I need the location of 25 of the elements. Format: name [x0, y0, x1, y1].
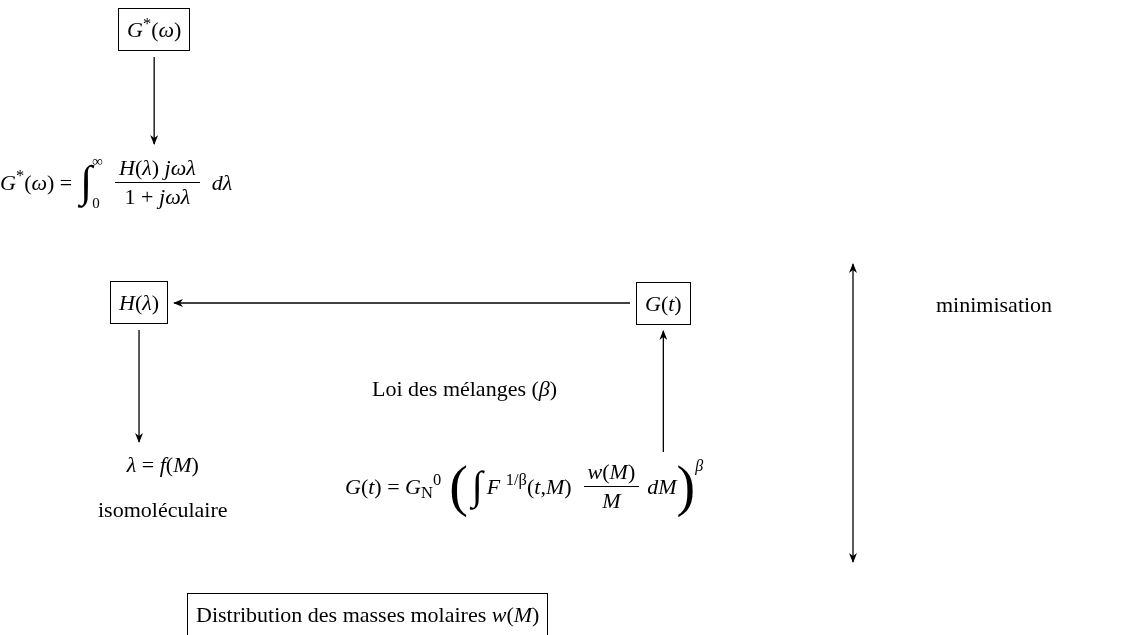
exponent: β [695, 456, 704, 477]
fraction-denominator: M [602, 486, 621, 514]
framed-box [118, 8, 191, 51]
node-text: λ = f(M) [126, 451, 199, 479]
formula-text: G$^{*}$(ω) = [0, 165, 73, 197]
arrow [173, 299, 631, 307]
annotation-text: minimisation [936, 291, 1053, 319]
formula-text: F $^{1/β}$(t,M) [486, 469, 572, 501]
fraction-numerator: H(λ) jωλ [115, 154, 200, 183]
integral-limit: 0 [92, 194, 101, 213]
arrow [135, 329, 144, 443]
framed-box [110, 281, 169, 324]
framed-box [636, 282, 691, 325]
framed-box [187, 593, 549, 635]
formula-text: dλ [211, 168, 233, 197]
box-label: G$^{*}$(ω) [127, 13, 182, 44]
box-label: Distribution des masses molaires w(M) [196, 601, 540, 629]
arrow [659, 330, 668, 453]
fraction-numerator: w(M) [583, 458, 640, 487]
formula-text: dM [647, 472, 677, 501]
box-label: G(t) [645, 290, 682, 318]
box-label: H(λ) [119, 289, 160, 317]
node-text: isomoléculaire [98, 496, 228, 524]
arrow [150, 56, 159, 145]
fraction-denominator: 1 + jωλ [124, 182, 191, 210]
